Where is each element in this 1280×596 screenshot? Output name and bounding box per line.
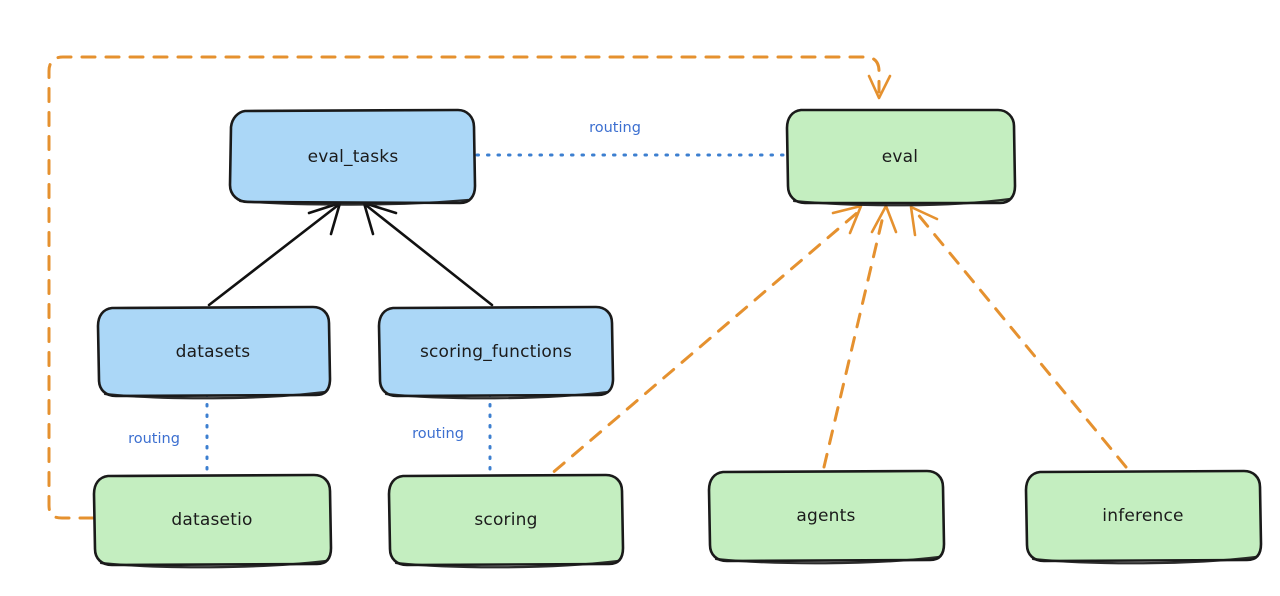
edge-label-routing-scoring-functions-scoring: routing: [412, 426, 464, 442]
node-inference[interactable]: inference: [1024, 469, 1263, 565]
node-label-scoring: scoring: [474, 510, 537, 530]
edge-agents-to-eval: [822, 204, 898, 469]
node-eval[interactable]: eval: [785, 108, 1017, 207]
edge-datasets-to-eval-tasks: [207, 201, 342, 307]
node-label-scoring-functions: scoring_functions: [420, 342, 572, 362]
node-scoring[interactable]: scoring: [387, 473, 625, 569]
node-label-inference: inference: [1102, 506, 1183, 526]
edge-scoring-functions-to-eval-tasks: [362, 201, 494, 307]
edge-datasetio-to-eval: [47, 55, 892, 520]
node-label-datasets: datasets: [176, 342, 251, 362]
edge-scoring-to-eval: [534, 204, 863, 489]
edge-label-routing-eval-tasks-eval: routing: [589, 120, 641, 136]
node-datasetio[interactable]: datasetio: [92, 473, 333, 569]
node-label-datasetio: datasetio: [171, 510, 252, 530]
node-datasets[interactable]: datasets: [96, 305, 332, 400]
edge-label-routing-datasets-datasetio: routing: [128, 431, 180, 447]
node-eval-tasks[interactable]: eval_tasks: [228, 108, 477, 206]
node-label-eval: eval: [882, 147, 918, 167]
node-scoring-functions[interactable]: scoring_functions: [377, 305, 615, 400]
edge-inference-to-eval: [909, 205, 1128, 469]
node-label-eval-tasks: eval_tasks: [308, 147, 399, 167]
node-agents[interactable]: agents: [707, 469, 946, 565]
node-label-agents: agents: [796, 506, 855, 526]
